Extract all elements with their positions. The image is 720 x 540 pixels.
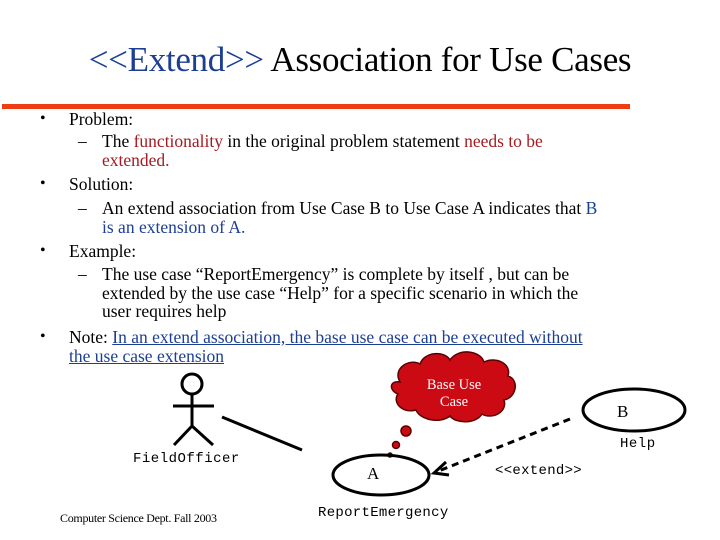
title-stereotype: <<Extend>>	[88, 40, 264, 79]
cloud-text-line: Case	[439, 394, 469, 410]
bullet-label: Note:	[69, 327, 113, 347]
cloud-text: Base Use Case	[414, 377, 494, 411]
actor-stick-figure-icon	[172, 372, 215, 447]
bullet-dot: •	[40, 328, 46, 345]
highlight-extended: extended.	[102, 149, 170, 170]
bullet-label: Solution:	[69, 174, 134, 194]
bullet-dot: •	[40, 110, 46, 127]
text-line: The use case “ReportEmergency” is comple…	[102, 264, 570, 284]
slide-title: <<Extend>> Association for Use Cases	[0, 38, 720, 82]
bullet-dot: •	[40, 175, 46, 192]
association-line	[221, 415, 303, 452]
use-case-b-name: Help	[620, 436, 656, 452]
use-case-a-name: ReportEmergency	[318, 505, 449, 521]
text-span: in the original problem statement	[223, 131, 465, 151]
text-line: user requires help	[102, 301, 227, 321]
text-span: The	[102, 131, 134, 151]
text-line: extended by the use case “Help” for a sp…	[102, 282, 579, 303]
bullet-label: Example:	[69, 241, 137, 261]
actor-label: FieldOfficer	[133, 451, 240, 467]
sub-bullet-dash: –	[78, 131, 87, 151]
sub-bullet-dash: –	[78, 198, 87, 218]
note-text: Note: In an extend association, the base…	[69, 328, 689, 365]
highlight-functionality: functionality	[133, 131, 224, 151]
bullet-dot: •	[40, 242, 46, 259]
highlight-needs-extended: needs to be	[464, 131, 543, 151]
use-case-b-ellipse[interactable]	[581, 387, 687, 433]
text-span: An extend association from Use Case B to…	[102, 198, 586, 218]
cloud-text-line: Base Use	[426, 377, 482, 393]
use-case-a-ellipse[interactable]	[331, 453, 431, 497]
note-link[interactable]: In an extend association, the base use c…	[112, 327, 583, 347]
note-link[interactable]: the use case extension	[69, 345, 225, 366]
bullet-label: Problem:	[69, 109, 134, 129]
sub-bullet-text: The functionality in the original proble…	[102, 132, 682, 169]
title-divider	[2, 104, 630, 109]
use-case-b-letter: B	[617, 402, 629, 421]
cloud-callout	[387, 351, 516, 458]
arrowhead-icon	[430, 460, 450, 477]
sub-bullet-text: The use case “ReportEmergency” is comple…	[102, 265, 682, 321]
extend-dependency-line	[435, 417, 571, 474]
use-case-a-letter: A	[367, 464, 380, 483]
sub-bullet-text: An extend association from Use Case B to…	[102, 199, 702, 236]
sub-bullet-dash: –	[78, 264, 87, 284]
extend-stereotype-label: <<extend>>	[495, 463, 583, 479]
footer-text: Computer Science Dept. Fall 2003	[60, 511, 217, 525]
highlight-extension: is an extension of A.	[102, 216, 246, 237]
title-text: Association for Use Cases	[263, 40, 632, 79]
highlight-b: B	[585, 198, 598, 218]
